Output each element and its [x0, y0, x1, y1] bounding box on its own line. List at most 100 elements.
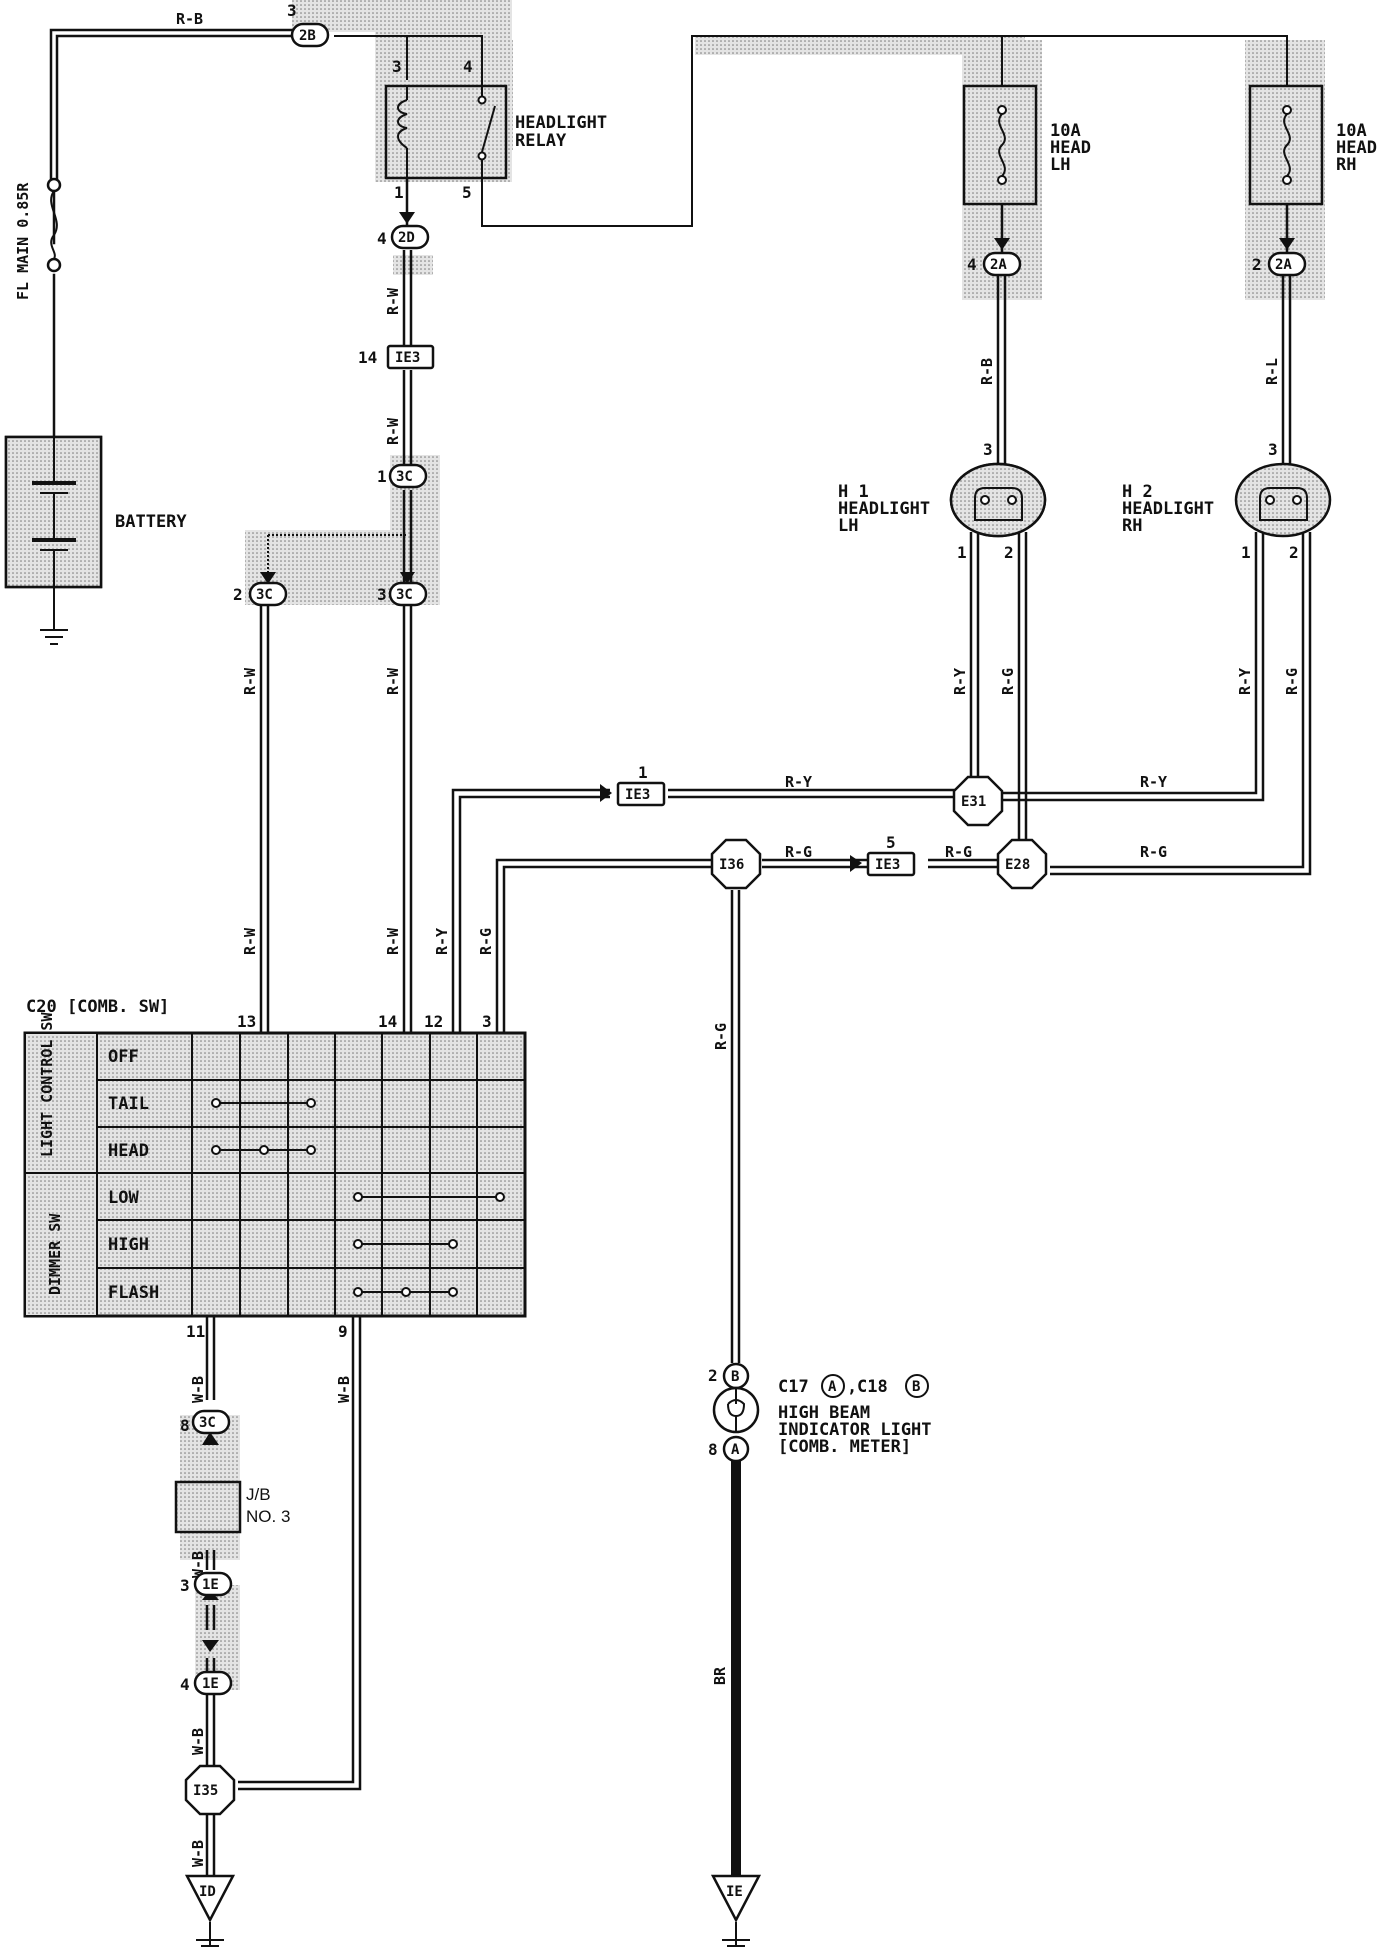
headlight-lh: 3 1 2 H 1 HEADLIGHT LH — [838, 440, 1047, 562]
svg-text:RH: RH — [1336, 155, 1356, 175]
svg-text:IE: IE — [726, 1884, 743, 1900]
connector-1E-4: 4 1E — [180, 1670, 233, 1696]
connector-1E-3: 3 1E — [180, 1571, 233, 1597]
svg-text:2B: 2B — [299, 28, 316, 44]
svg-text:4: 4 — [967, 255, 977, 274]
svg-text:C18: C18 — [857, 1377, 888, 1397]
svg-text:1E: 1E — [202, 1676, 219, 1692]
svg-text:11: 11 — [186, 1322, 205, 1341]
svg-text:2A: 2A — [990, 257, 1007, 273]
svg-text:2: 2 — [233, 585, 243, 604]
group-dimmer: DIMMER SW — [46, 1213, 64, 1295]
svg-text:BR: BR — [711, 1666, 729, 1685]
svg-text:3C: 3C — [199, 1415, 216, 1431]
svg-text:RH: RH — [1122, 516, 1142, 536]
svg-text:9: 9 — [338, 1322, 348, 1341]
svg-text:,: , — [847, 1377, 857, 1397]
svg-text:R-W: R-W — [384, 667, 402, 695]
svg-text:R-W: R-W — [241, 667, 259, 695]
svg-text:2: 2 — [1289, 543, 1299, 562]
svg-text:I36: I36 — [719, 857, 744, 873]
switch-title: C20 [COMB. SW] — [26, 997, 169, 1017]
svg-text:R-W: R-W — [384, 287, 402, 315]
svg-text:IE3: IE3 — [625, 787, 650, 803]
svg-text:LH: LH — [1050, 155, 1070, 175]
splice-E28: E28 — [996, 838, 1048, 890]
svg-text:E31: E31 — [961, 794, 986, 810]
svg-text:3: 3 — [983, 440, 993, 459]
battery: BATTERY — [4, 435, 187, 589]
group-light: LIGHT CONTROL SW — [38, 1012, 56, 1157]
connector-3C-3: 3 3C — [377, 581, 428, 607]
svg-text:R-L: R-L — [1263, 358, 1281, 385]
headlight-relay: 3 4 1 5 HEADLIGHT RELAY — [384, 57, 607, 202]
svg-text:R-G: R-G — [712, 1023, 730, 1050]
svg-text:12: 12 — [424, 1012, 443, 1031]
splice-I36: I36 — [710, 838, 762, 890]
relay-label-2: RELAY — [515, 131, 567, 151]
svg-text:R-G: R-G — [1283, 668, 1301, 695]
svg-text:H 1: H 1 — [838, 482, 869, 502]
svg-text:3: 3 — [287, 1, 297, 20]
junction-block-3: J/B NO. 3 — [174, 1480, 290, 1534]
connector-2B: 3 2B — [287, 1, 330, 48]
ground-IE: IE — [710, 1874, 762, 1923]
fuse-head-lh: 10A HEAD LH — [962, 84, 1091, 206]
ground-ID: ID — [184, 1874, 236, 1923]
svg-text:R-Y: R-Y — [951, 668, 969, 695]
svg-text:HIGH: HIGH — [108, 1235, 149, 1255]
svg-text:R-G: R-G — [785, 843, 812, 861]
svg-text:E28: E28 — [1005, 857, 1030, 873]
headlight-rh: 3 1 2 H 2 HEADLIGHT RH — [1122, 440, 1332, 562]
svg-text:3: 3 — [482, 1012, 492, 1031]
svg-text:R-Y: R-Y — [1140, 773, 1167, 791]
svg-text:R-G: R-G — [1140, 843, 1167, 861]
svg-text:1: 1 — [394, 183, 404, 202]
svg-text:3: 3 — [392, 57, 402, 76]
svg-text:2A: 2A — [1275, 257, 1292, 273]
svg-text:1: 1 — [957, 543, 967, 562]
svg-text:OFF: OFF — [108, 1047, 139, 1067]
svg-text:R-Y: R-Y — [433, 928, 451, 955]
svg-text:R-Y: R-Y — [785, 773, 812, 791]
svg-text:INDICATOR LIGHT: INDICATOR LIGHT — [778, 1420, 932, 1440]
svg-text:2D: 2D — [398, 230, 415, 246]
svg-text:10A: 10A — [1336, 121, 1367, 141]
fuse-head-rh: 10A HEAD RH — [1248, 84, 1377, 206]
connector-2A-lh: 4 2A — [967, 251, 1022, 277]
svg-text:W-B: W-B — [335, 1376, 353, 1403]
svg-text:TAIL: TAIL — [108, 1094, 149, 1114]
svg-text:R-W: R-W — [384, 417, 402, 445]
svg-text:1: 1 — [1241, 543, 1251, 562]
svg-text:5: 5 — [886, 833, 896, 852]
svg-text:2: 2 — [708, 1366, 718, 1385]
connector-3C-8: 8 3C — [180, 1409, 231, 1435]
svg-text:3: 3 — [1268, 440, 1278, 459]
high-beam-indicator: 2 B 8 A C17 A , C18 B HIGH BEAM INDICATO… — [708, 1362, 932, 1463]
svg-text:ID: ID — [199, 1884, 216, 1900]
main-fuse-label: FL MAIN 0.85R — [14, 182, 32, 300]
connector-2A-rh: 2 2A — [1252, 251, 1307, 277]
svg-text:B: B — [912, 1379, 920, 1395]
svg-text:C17: C17 — [778, 1377, 809, 1397]
svg-text:HEAD: HEAD — [1050, 138, 1091, 158]
connector-IE3-upper: 14 IE3 — [358, 344, 435, 370]
svg-text:3C: 3C — [396, 587, 413, 603]
svg-text:1: 1 — [638, 763, 648, 782]
svg-text:5: 5 — [462, 183, 472, 202]
svg-text:R-Y: R-Y — [1236, 668, 1254, 695]
svg-text:3C: 3C — [396, 469, 413, 485]
svg-text:NO. 3: NO. 3 — [246, 1507, 290, 1526]
connector-3C-2: 2 3C — [233, 581, 288, 607]
svg-text:W-B: W-B — [189, 1376, 207, 1403]
svg-text:R-G: R-G — [999, 668, 1017, 695]
svg-text:LH: LH — [838, 516, 858, 536]
svg-text:HIGH BEAM: HIGH BEAM — [778, 1403, 870, 1423]
svg-text:8: 8 — [708, 1440, 718, 1459]
wire-label-rb-top: R-B — [176, 10, 203, 28]
svg-text:3C: 3C — [256, 587, 273, 603]
svg-text:1E: 1E — [202, 1577, 219, 1593]
svg-text:FLASH: FLASH — [108, 1283, 159, 1303]
svg-text:R-G: R-G — [945, 843, 972, 861]
